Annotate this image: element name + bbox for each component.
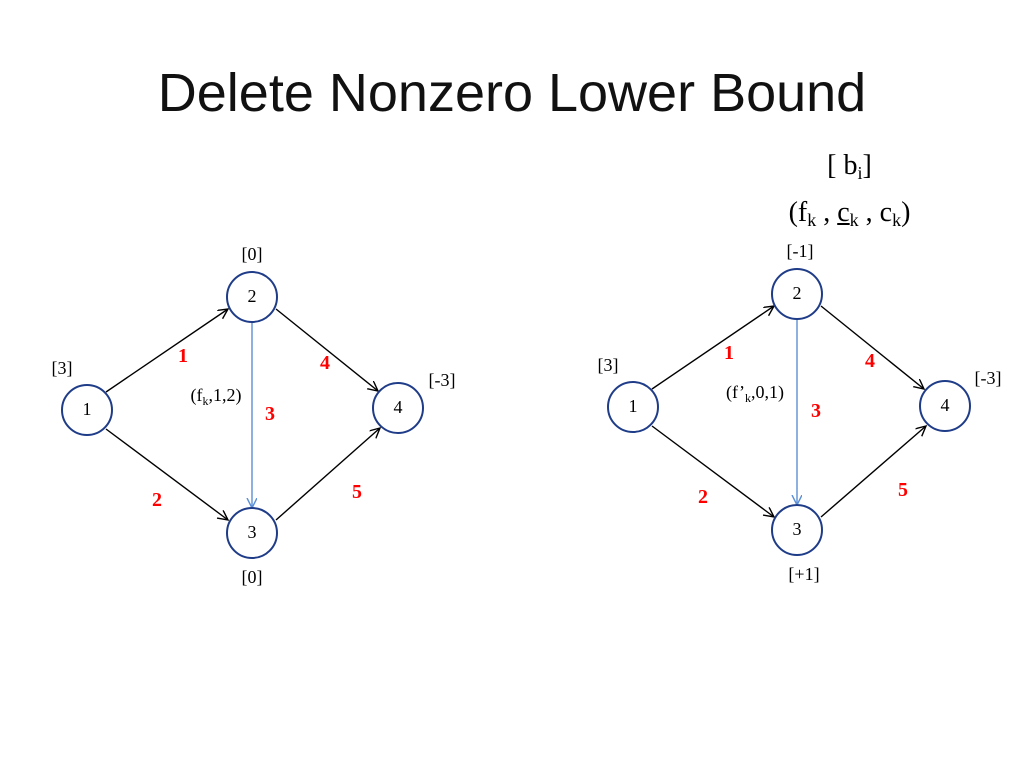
legend-supply-sub: i	[857, 163, 863, 183]
left-edge-2-4	[275, 308, 378, 391]
right-node-3-label: 3	[793, 519, 802, 539]
right-supply-node-1: [3]	[598, 355, 619, 375]
left-node-1-label: 1	[83, 399, 92, 419]
left-edge-label-3-4: 5	[352, 481, 362, 503]
legend-arc-close: )	[901, 197, 911, 228]
left-edge-1-3	[105, 428, 228, 520]
left-supply-node-3: [0]	[242, 567, 263, 587]
right-node-4-label: 4	[941, 395, 950, 415]
right-edge-label-1-3: 2	[698, 486, 708, 508]
right-flow-annotation: (f’k,0,1)	[726, 382, 784, 405]
legend-arc-sub1: k	[807, 210, 817, 230]
left-node-4-label: 4	[394, 397, 403, 417]
left-graph: 1 2 3 4 [3] [0] [0] [-3] 1 2 3 4 5 (fk,1…	[52, 244, 456, 587]
right-node-2-label: 2	[793, 283, 802, 303]
right-edge-3-4	[820, 426, 926, 518]
left-node-2-label: 2	[248, 286, 257, 306]
legend-arc-line: (fk , ck , ck)	[762, 193, 937, 240]
legend-supply-open: [ b	[827, 150, 858, 181]
left-node-2: 2	[226, 271, 278, 323]
right-node-2: 2	[771, 268, 823, 320]
left-supply-node-2: [0]	[242, 244, 263, 264]
legend-supply-line: [ bi]	[762, 146, 937, 193]
right-supply-node-3: [+1]	[788, 564, 819, 584]
right-node-4: 4	[919, 380, 971, 432]
legend-arc-sub2: k	[849, 210, 859, 230]
legend-notation: [ bi] (fk , ck , ck)	[762, 146, 937, 240]
right-edge-1-3	[651, 425, 774, 517]
left-node-3-label: 3	[248, 522, 257, 542]
slide-title: Delete Nonzero Lower Bound	[157, 63, 867, 123]
left-supply-node-4: [-3]	[429, 370, 456, 390]
legend-arc-lower-bound: c	[837, 197, 850, 228]
legend-supply-close: ]	[862, 150, 872, 181]
right-edge-label-2-4: 4	[865, 350, 875, 372]
left-edge-label-1-2: 1	[178, 345, 188, 367]
right-node-1-label: 1	[629, 396, 638, 416]
left-edge-label-1-3: 2	[152, 489, 162, 511]
left-edge-label-2-3: 3	[265, 403, 275, 425]
right-node-1: 1	[607, 381, 659, 433]
right-edge-2-4	[820, 305, 924, 389]
right-edge-label-1-2: 1	[724, 342, 734, 364]
left-node-4: 4	[372, 382, 424, 434]
right-supply-node-4: [-3]	[975, 368, 1002, 388]
left-supply-node-1: [3]	[52, 358, 73, 378]
left-edge-3-4	[275, 428, 380, 521]
legend-arc-sep1: ,	[816, 197, 838, 228]
right-edge-label-3-4: 5	[898, 479, 908, 501]
left-node-1: 1	[61, 384, 113, 436]
right-supply-node-2: [-1]	[787, 241, 814, 261]
left-edge-1-2	[105, 309, 228, 393]
left-node-3: 3	[226, 507, 278, 559]
right-edge-label-2-3: 3	[811, 400, 821, 422]
left-edge-label-2-4: 4	[320, 352, 330, 374]
legend-arc-sep2: , c	[858, 197, 893, 228]
right-graph: 1 2 3 4 [3] [-1] [+1] [-3] 1 2 3 4 5 (f’…	[598, 241, 1002, 584]
legend-arc-sub3: k	[892, 210, 902, 230]
right-node-3: 3	[771, 504, 823, 556]
legend-arc-open: (f	[788, 197, 808, 228]
left-flow-annotation: (fk,1,2)	[191, 385, 242, 408]
right-edge-1-2	[651, 306, 774, 390]
